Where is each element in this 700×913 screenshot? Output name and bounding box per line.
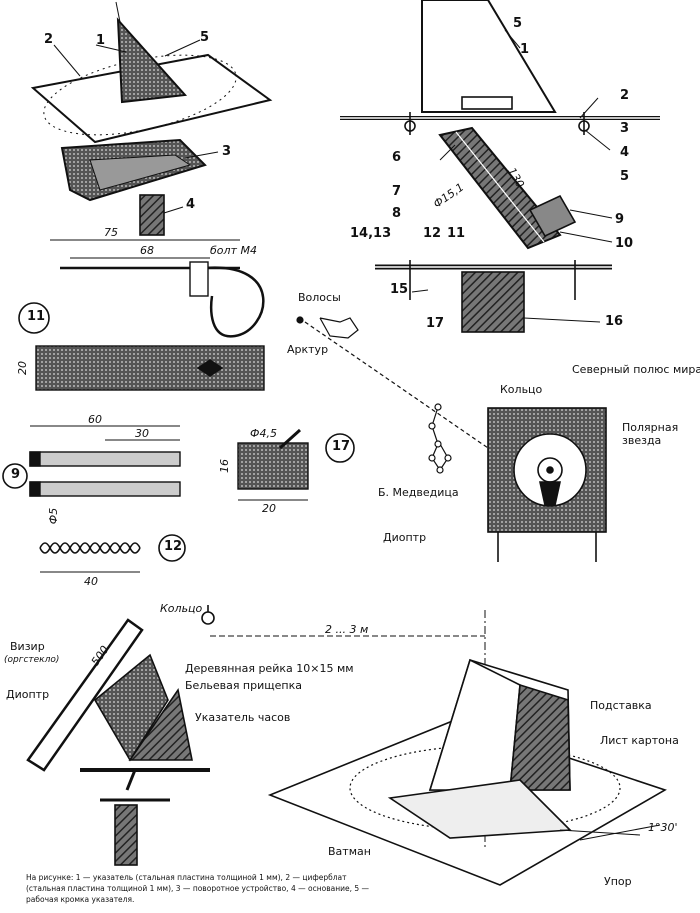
label-polar-2: звезда: [622, 434, 662, 447]
dim-68: 68: [140, 244, 154, 257]
label-upor: Упор: [604, 875, 632, 888]
label-koltso: Кольцо: [500, 383, 543, 396]
bolt-label: болт М4: [210, 244, 257, 257]
setup-side-view: [26, 605, 485, 866]
label-3-right: 3: [620, 121, 630, 136]
label-dioptr: Диоптр: [383, 531, 427, 544]
label-vizir: Визир: [10, 640, 45, 653]
post: [461, 271, 525, 333]
label-6: 6: [392, 150, 402, 165]
label-11: 11: [447, 226, 466, 241]
star-chart: [296, 316, 521, 474]
label-angle: 1°30': [648, 821, 678, 834]
label-15: 15: [390, 282, 409, 297]
label-prishchepka: Бельевая прищепка: [185, 679, 302, 692]
label-17-right: 17: [426, 316, 445, 331]
label-3: 3: [222, 144, 232, 159]
label-5: 5: [200, 30, 210, 45]
dim-20-part17: 20: [262, 502, 276, 515]
part-12-number: 12: [164, 539, 183, 554]
label-14-13: 14,13: [350, 226, 392, 241]
figure-caption: На рисунке: 1 — указатель (стальная плас…: [26, 872, 496, 905]
part-17-number: 17: [332, 439, 351, 454]
dim-30: 30: [135, 427, 149, 440]
label-9: 9: [615, 212, 625, 227]
label-1-right: 1: [520, 42, 530, 57]
sundial-section: [340, 0, 660, 333]
label-dioptr-setup: Диоптр: [6, 688, 50, 701]
label-koltso-setup: Кольцо: [160, 602, 203, 615]
label-list: Лист картона: [600, 734, 679, 747]
label-podstavka: Подставка: [590, 699, 652, 712]
caption-line-2: (стальная пластина толщиной 1 мм), 3 — п…: [26, 884, 370, 893]
label-ukazatel: Указатель часов: [195, 711, 291, 724]
dim-16: 16: [218, 459, 231, 473]
label-5-top: 5: [513, 16, 523, 31]
caption-line-3: рабочая кромка указателя.: [26, 895, 135, 904]
label-5-right: 5: [620, 169, 630, 184]
dim-60: 60: [88, 413, 102, 426]
label-7: 7: [392, 184, 402, 199]
dim-20-bar: 20: [16, 361, 29, 375]
dim-40: 40: [84, 575, 98, 588]
part-9-drawing: [2, 425, 181, 497]
label-1: 1: [96, 33, 106, 48]
label-4: 4: [186, 197, 196, 212]
label-2: 2: [44, 32, 54, 47]
part-17-drawing: [237, 428, 355, 501]
label-reika: Деревянная рейка 10×15 мм: [185, 662, 354, 675]
label-16: 16: [605, 314, 624, 329]
inclined-tube: [438, 126, 562, 250]
hatched-bar: [35, 345, 265, 391]
label-4-right: 4: [620, 145, 630, 160]
diopter-box: [487, 407, 607, 562]
label-vizir-material: (оргстекло): [4, 655, 60, 665]
gnomon: [116, 17, 188, 104]
base-post: [139, 194, 165, 236]
label-arktur: Арктур: [287, 343, 329, 356]
label-north-pole: Северный полюс мира: [572, 363, 700, 376]
label-2-right: 2: [620, 88, 630, 103]
setup-perspective: [267, 610, 667, 886]
label-vatman: Ватман: [328, 845, 371, 858]
dim-diameter-4-5: Ф4,5: [250, 427, 277, 440]
part-12-drawing: [39, 534, 186, 573]
label-10: 10: [615, 236, 634, 251]
dim-75: 75: [104, 226, 118, 239]
pointer-plate: [421, 0, 557, 113]
label-medveditsa: Б. Медведица: [378, 486, 459, 499]
label-polar-1: Полярная: [622, 421, 679, 434]
part-11-drawing: [18, 239, 265, 338]
label-distance: 2 ... 3 м: [325, 623, 369, 636]
part-11-number: 11: [27, 309, 46, 324]
dim-diameter-5: Ф5: [47, 507, 61, 525]
label-8: 8: [392, 206, 402, 221]
caption-line-1: На рисунке: 1 — указатель (стальная плас…: [26, 873, 347, 882]
label-12: 12: [423, 226, 442, 241]
label-volosy: Волосы: [298, 291, 341, 304]
part-9-number: 9: [11, 467, 21, 482]
sundial-perspective: [30, 1, 273, 236]
